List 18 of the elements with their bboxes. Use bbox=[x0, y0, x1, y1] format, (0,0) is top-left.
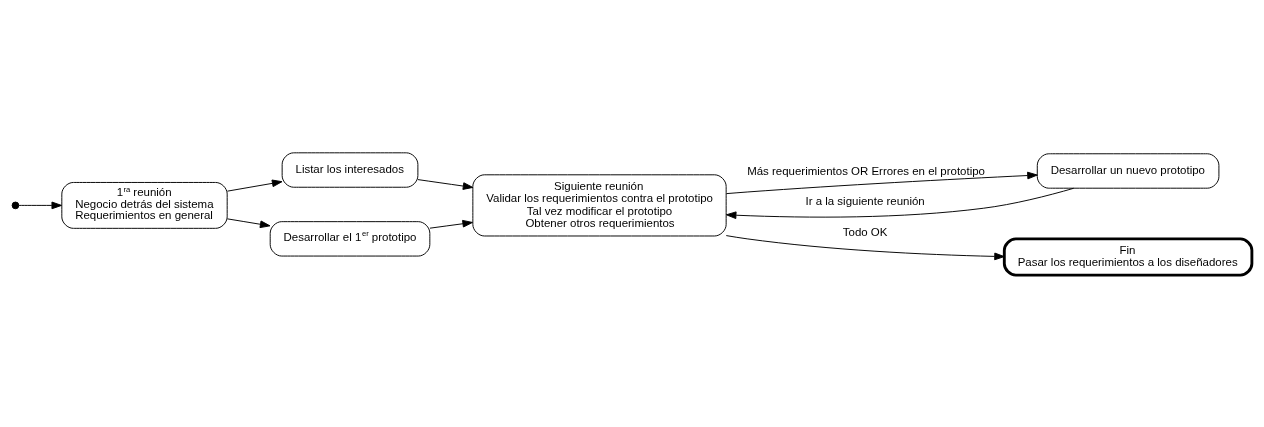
arrow bbox=[429, 219, 473, 229]
arrow bbox=[417, 178, 474, 190]
node-box: Fin Pasar los requerimientos a los diseñadores bbox=[1002, 236, 1254, 277]
arrow bbox=[18, 201, 62, 209]
node-box: Desarrollar un nuevo prototipo bbox=[1036, 152, 1220, 189]
node-box: 1$^{ra}$ reunión Negocio detrás del sistema Requerimientos en general bbox=[61, 181, 228, 229]
node-box: Siguiente reunión Validar los requerimientos contra el prototipo Tal vez modificar el prototipo Obtener otros requerimientos bbox=[472, 173, 727, 236]
arrow bbox=[725, 234, 1005, 260]
node-circle bbox=[11, 201, 20, 209]
edge-label: Todo OK bbox=[842, 225, 888, 238]
edge-label: Ir a la siguiente reunión bbox=[805, 194, 925, 207]
arrow bbox=[226, 179, 283, 192]
node-box: Desarrollar el 1$^{er}$ prototipo bbox=[269, 220, 431, 257]
arrow bbox=[226, 217, 271, 228]
arrow bbox=[726, 171, 1038, 194]
arrow bbox=[725, 187, 1075, 219]
node-box: Listar los interesados bbox=[281, 151, 419, 188]
edge-label: Más requerimientos OR Errores en el prototipo bbox=[747, 164, 985, 177]
